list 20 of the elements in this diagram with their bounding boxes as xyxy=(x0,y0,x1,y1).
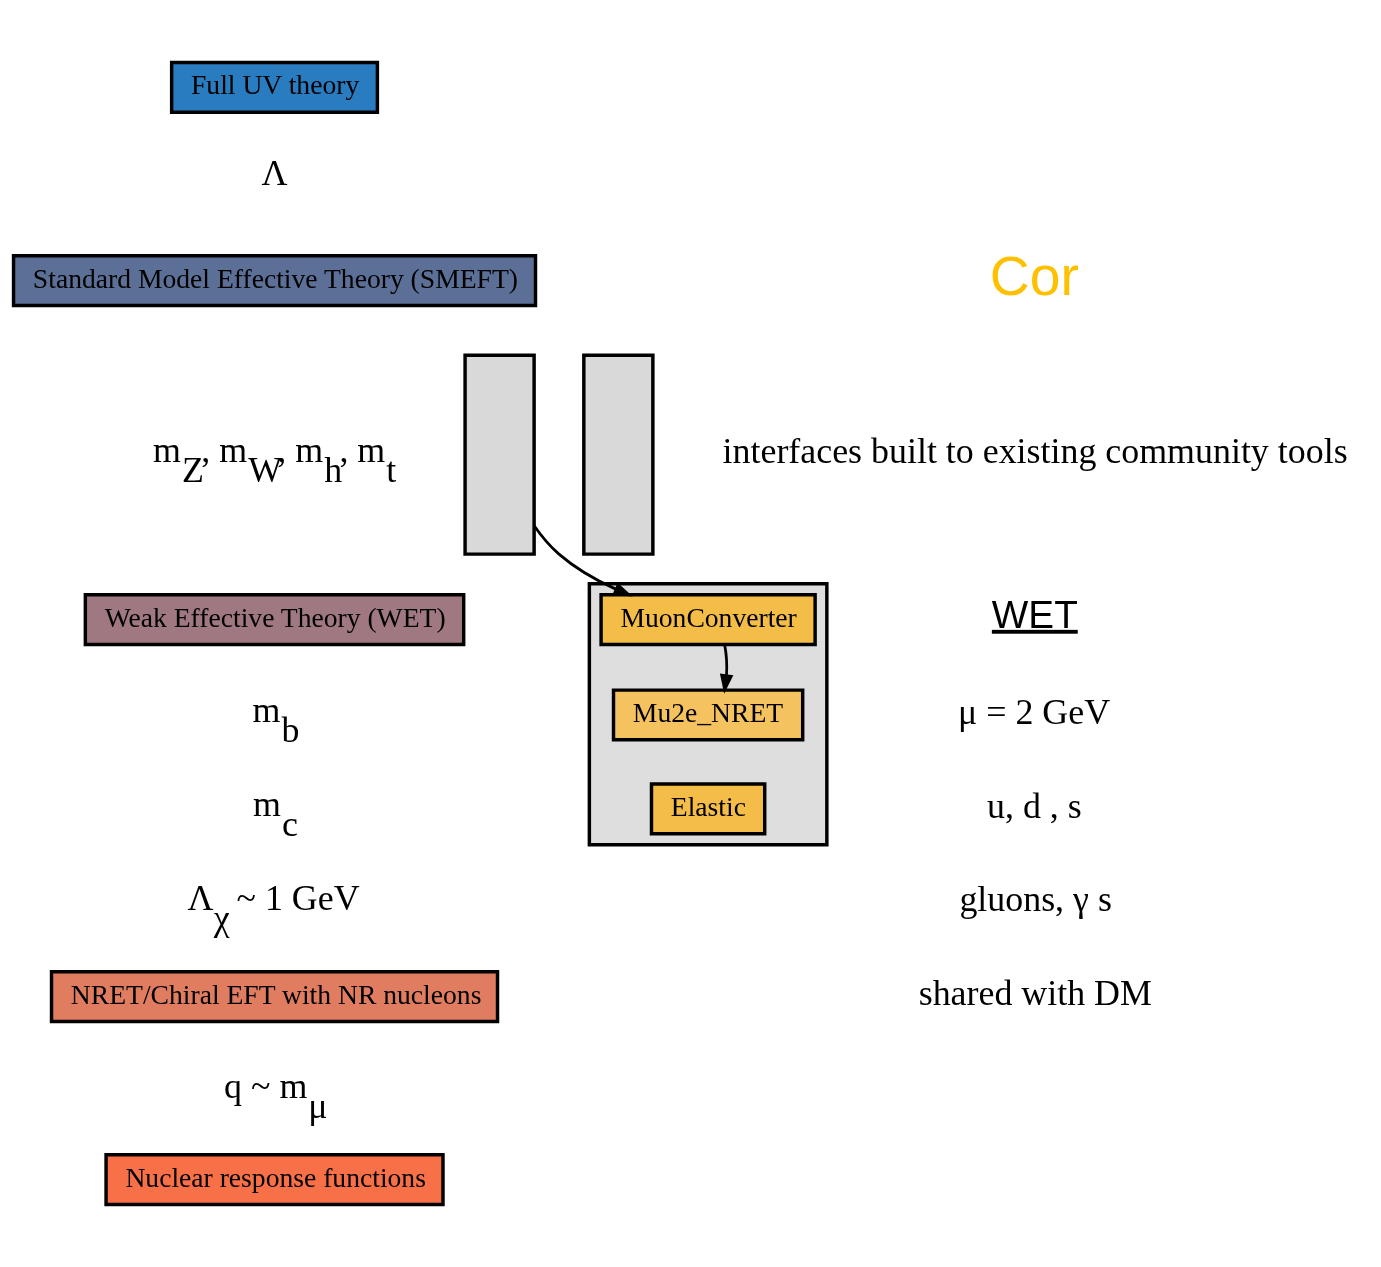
label: Cor xyxy=(989,244,1079,307)
label: interfaces built to existing community tools xyxy=(722,431,1348,472)
label: μ = 2 GeV xyxy=(958,691,1111,732)
node-box: Nuclear response functions xyxy=(104,1153,445,1207)
node-box: Standard Model Effective Theory (SMEFT) xyxy=(11,254,538,308)
node-box xyxy=(463,353,536,556)
node-box: NRET/Chiral EFT with NR nucleons xyxy=(49,970,500,1024)
node-box: Full UV theory xyxy=(169,60,380,114)
label: WET xyxy=(991,592,1078,636)
node-box: MuonConverter xyxy=(599,593,817,647)
node-box: Mu2e_NRET xyxy=(611,688,805,742)
node-box: Elastic xyxy=(649,782,767,836)
label: gluons, γ s xyxy=(959,879,1112,920)
node-box: Weak Effective Theory (WET) xyxy=(83,593,466,647)
label: Λ xyxy=(261,153,288,194)
arrow xyxy=(719,644,734,694)
arrow xyxy=(533,524,633,597)
label: u, d , s xyxy=(987,785,1082,826)
label: shared with DM xyxy=(918,973,1152,1014)
node-box xyxy=(582,353,655,556)
